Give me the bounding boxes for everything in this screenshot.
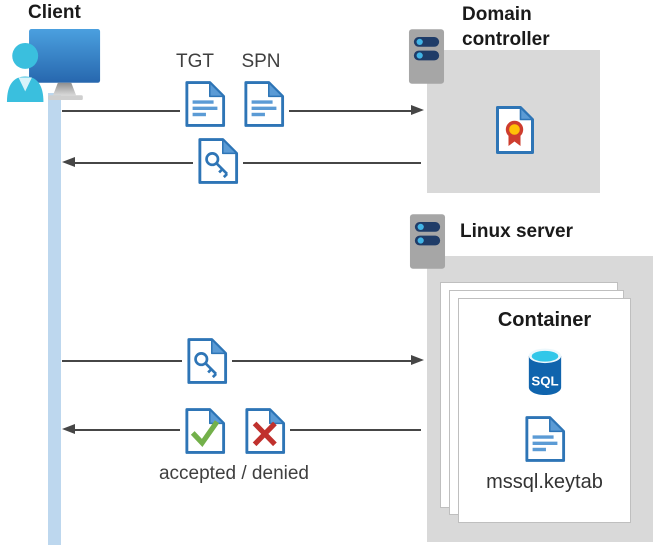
arrowhead-left [62,157,75,167]
document-fold [269,408,285,425]
accepted-document-icon [185,408,226,454]
arrow-line [74,429,180,431]
monitor-base [48,95,83,101]
container-card: Container SQL mssql.keytab [458,298,631,523]
person-collar [18,77,32,92]
server-icon [409,214,446,269]
arrow-line [289,110,412,112]
key-icon [205,152,229,179]
cross-icon [252,421,277,447]
document-fold [211,338,227,355]
document-page [524,416,565,462]
certificate-icon [496,106,534,154]
document-page [185,81,226,127]
client-workstation-icon [6,29,101,102]
person-head [12,42,39,69]
denied-document-icon [245,408,286,454]
arrow-line [62,110,180,112]
document-text-lines [532,435,557,452]
server-led [416,52,423,59]
monitor-shape [29,29,101,83]
arrowhead-right [411,105,424,115]
arrow-line [232,360,412,362]
spn-label: SPN [241,51,281,72]
linux-server-label: Linux server [460,221,573,242]
accepted-denied-label: accepted / denied [158,463,309,484]
arrow-line [74,162,193,164]
domain-controller-label: Domain controller [462,4,550,50]
arrow-line [62,360,182,362]
server-led [416,38,423,46]
arrowhead-right [411,355,424,365]
document-fold [209,81,225,98]
document-page [244,81,285,127]
sql-label: SQL [531,373,558,388]
document-fold [268,81,284,98]
server-led [417,237,424,244]
certificate-seal [505,120,524,139]
key-ticket-document-icon [187,338,228,384]
sql-database-icon: SQL [528,348,561,395]
arrowhead-left [62,424,75,434]
monitor-stand [53,82,77,96]
document-fold [222,138,238,155]
server-icon [408,29,445,84]
arrow-line [243,162,421,164]
arrow-line [290,429,421,431]
spn-document-icon [244,81,285,127]
keytab-filename-label: mssql.keytab [486,471,603,493]
key-icon [194,352,218,379]
tgt-label: TGT [176,51,214,72]
container-label: Container [497,309,592,331]
key-ticket-document-icon [198,138,239,184]
sql-cylinder-top [531,350,558,362]
client-lifeline [48,93,61,545]
server-led [417,223,424,231]
document-text-lines [192,100,218,117]
document-page [185,408,226,454]
document-fold [209,408,225,425]
checkmark-icon [190,420,220,448]
keytab-document-icon [524,416,565,462]
document-text-lines [251,100,277,117]
client-label: Client [28,2,81,23]
certificate-fold [519,106,534,121]
tgt-document-icon [185,81,226,127]
sql-cylinder-body [528,355,561,395]
document-fold [548,416,564,433]
